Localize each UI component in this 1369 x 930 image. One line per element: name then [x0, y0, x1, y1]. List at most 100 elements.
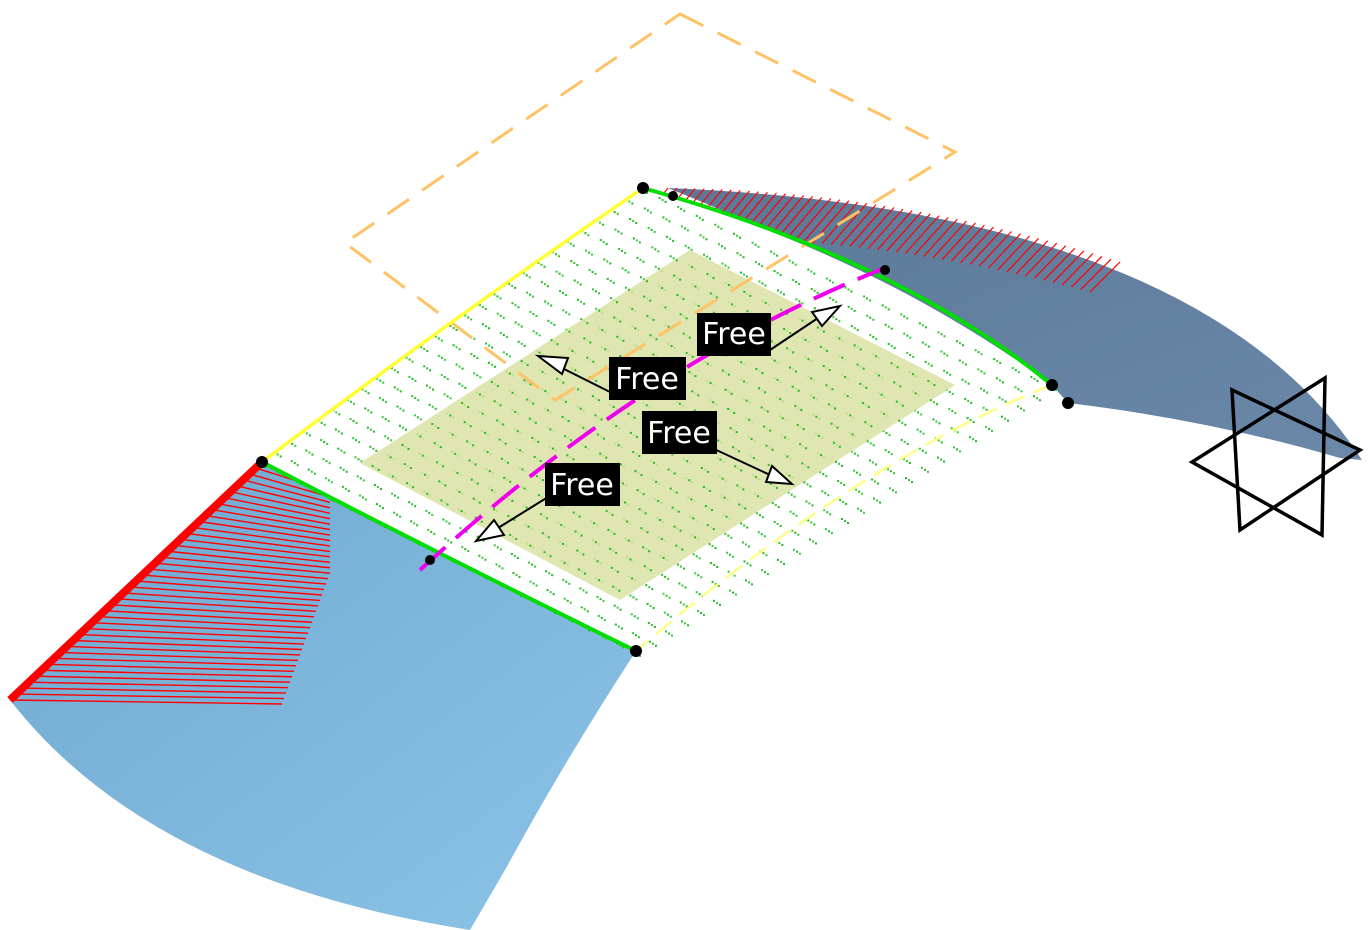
- grid-dot: [762, 552, 765, 555]
- grid-dot: [932, 418, 935, 421]
- grid-dot: [943, 335, 946, 338]
- grid-dot: [464, 314, 467, 317]
- grid-dot: [786, 347, 789, 350]
- grid-dot: [528, 417, 531, 420]
- grid-dot: [508, 372, 511, 375]
- continuity-label-text: Free: [647, 416, 711, 451]
- grid-dot: [890, 453, 893, 456]
- grid-dot: [472, 444, 475, 447]
- grid-dot: [831, 388, 834, 391]
- grid-dot: [639, 258, 642, 261]
- grid-dot: [950, 427, 953, 430]
- grid-dot: [507, 461, 510, 464]
- grid-dot: [464, 548, 467, 551]
- boundary-yellow-right[interactable]: [635, 383, 1053, 652]
- support-plane[interactable]: [342, 12, 959, 402]
- grid-dot: [940, 333, 943, 336]
- grid-dot: [529, 293, 532, 296]
- continuity-label-4[interactable]: Free: [545, 463, 620, 506]
- grid-dot: [865, 386, 868, 389]
- grid-dot: [636, 256, 639, 259]
- grid-dot: [749, 564, 752, 567]
- grid-dot: [659, 518, 662, 521]
- grid-dot: [794, 404, 797, 407]
- grid-dot: [442, 465, 445, 468]
- grid-dot: [614, 623, 617, 626]
- grid-dot: [413, 414, 416, 417]
- grid-dot: [419, 435, 422, 438]
- hatch-line: [913, 216, 949, 256]
- corner-point[interactable]: [630, 645, 642, 657]
- hatch-line: [117, 598, 317, 613]
- continuity-label-text: Free: [702, 317, 766, 352]
- grid-dot: [841, 518, 843, 520]
- grid-dot: [538, 334, 541, 337]
- star-of-david-icon[interactable]: [1188, 374, 1364, 538]
- grid-dot: [652, 642, 654, 645]
- grid-dot: [460, 510, 463, 513]
- grid-dot: [794, 531, 797, 534]
- continuity-label-3[interactable]: Free: [642, 411, 717, 454]
- grid-dot: [765, 554, 768, 557]
- grid-dot: [505, 336, 508, 339]
- grid-dot: [535, 332, 538, 335]
- grid-dot: [433, 532, 436, 535]
- grid-dot: [631, 632, 634, 635]
- corner-point[interactable]: [668, 191, 678, 201]
- grid-dot: [576, 281, 579, 284]
- corner-point[interactable]: [256, 456, 268, 468]
- corner-point[interactable]: [880, 265, 890, 275]
- arrow-manipulator-2[interactable]: [534, 354, 611, 393]
- grid-dot: [664, 575, 667, 578]
- arrow-manipulator-3[interactable]: [711, 447, 795, 486]
- grid-dot: [452, 344, 455, 347]
- grid-dot: [859, 473, 862, 476]
- grid-dot: [773, 252, 776, 255]
- grid-dot: [629, 594, 632, 597]
- grid-dot: [446, 395, 449, 398]
- corner-point[interactable]: [425, 555, 435, 565]
- grid-dot: [688, 479, 691, 482]
- grid-dot: [399, 424, 402, 427]
- grid-dot: [609, 262, 612, 265]
- grid-dot: [856, 329, 859, 332]
- grid-dot: [663, 611, 666, 614]
- grid-dot: [476, 482, 479, 485]
- corner-point[interactable]: [637, 182, 649, 194]
- grid-dot: [622, 339, 625, 342]
- boundary-green-bottom[interactable]: [261, 460, 637, 653]
- front-surface[interactable]: [10, 462, 636, 930]
- back-surface[interactable]: [668, 188, 1362, 460]
- grid-dot: [636, 489, 639, 492]
- grid-dot: [796, 550, 798, 553]
- hatch-line: [895, 213, 931, 253]
- continuity-label-1[interactable]: Free: [697, 313, 771, 356]
- grid-dot: [440, 374, 443, 377]
- grid-dot: [874, 463, 877, 466]
- arrow-manipulator-1[interactable]: [769, 304, 843, 351]
- grid-dot: [1033, 378, 1036, 381]
- continuity-label-text: Free: [615, 362, 679, 397]
- grid-dot: [903, 440, 906, 443]
- continuity-label-2[interactable]: Free: [609, 357, 686, 400]
- grid-dot: [352, 419, 355, 422]
- arrow-manipulator-4[interactable]: [473, 496, 549, 543]
- grid-dot: [485, 325, 488, 328]
- hatch-line: [950, 224, 985, 262]
- grid-dot: [412, 486, 415, 489]
- grid-dot: [691, 355, 694, 358]
- hatch-line: [192, 526, 331, 547]
- grid-dot: [884, 449, 887, 452]
- boundary-yellow-left[interactable]: [260, 186, 644, 464]
- hatch-line: [858, 207, 895, 248]
- corner-point[interactable]: [1062, 397, 1074, 409]
- grid-dot: [711, 580, 714, 583]
- grid-dot: [546, 409, 549, 412]
- grid-dot: [478, 501, 481, 504]
- corner-point[interactable]: [1046, 379, 1058, 391]
- grid-dot: [654, 265, 657, 268]
- grid-dot: [569, 601, 572, 604]
- grid-dot: [478, 554, 481, 557]
- grid-dot: [751, 583, 753, 586]
